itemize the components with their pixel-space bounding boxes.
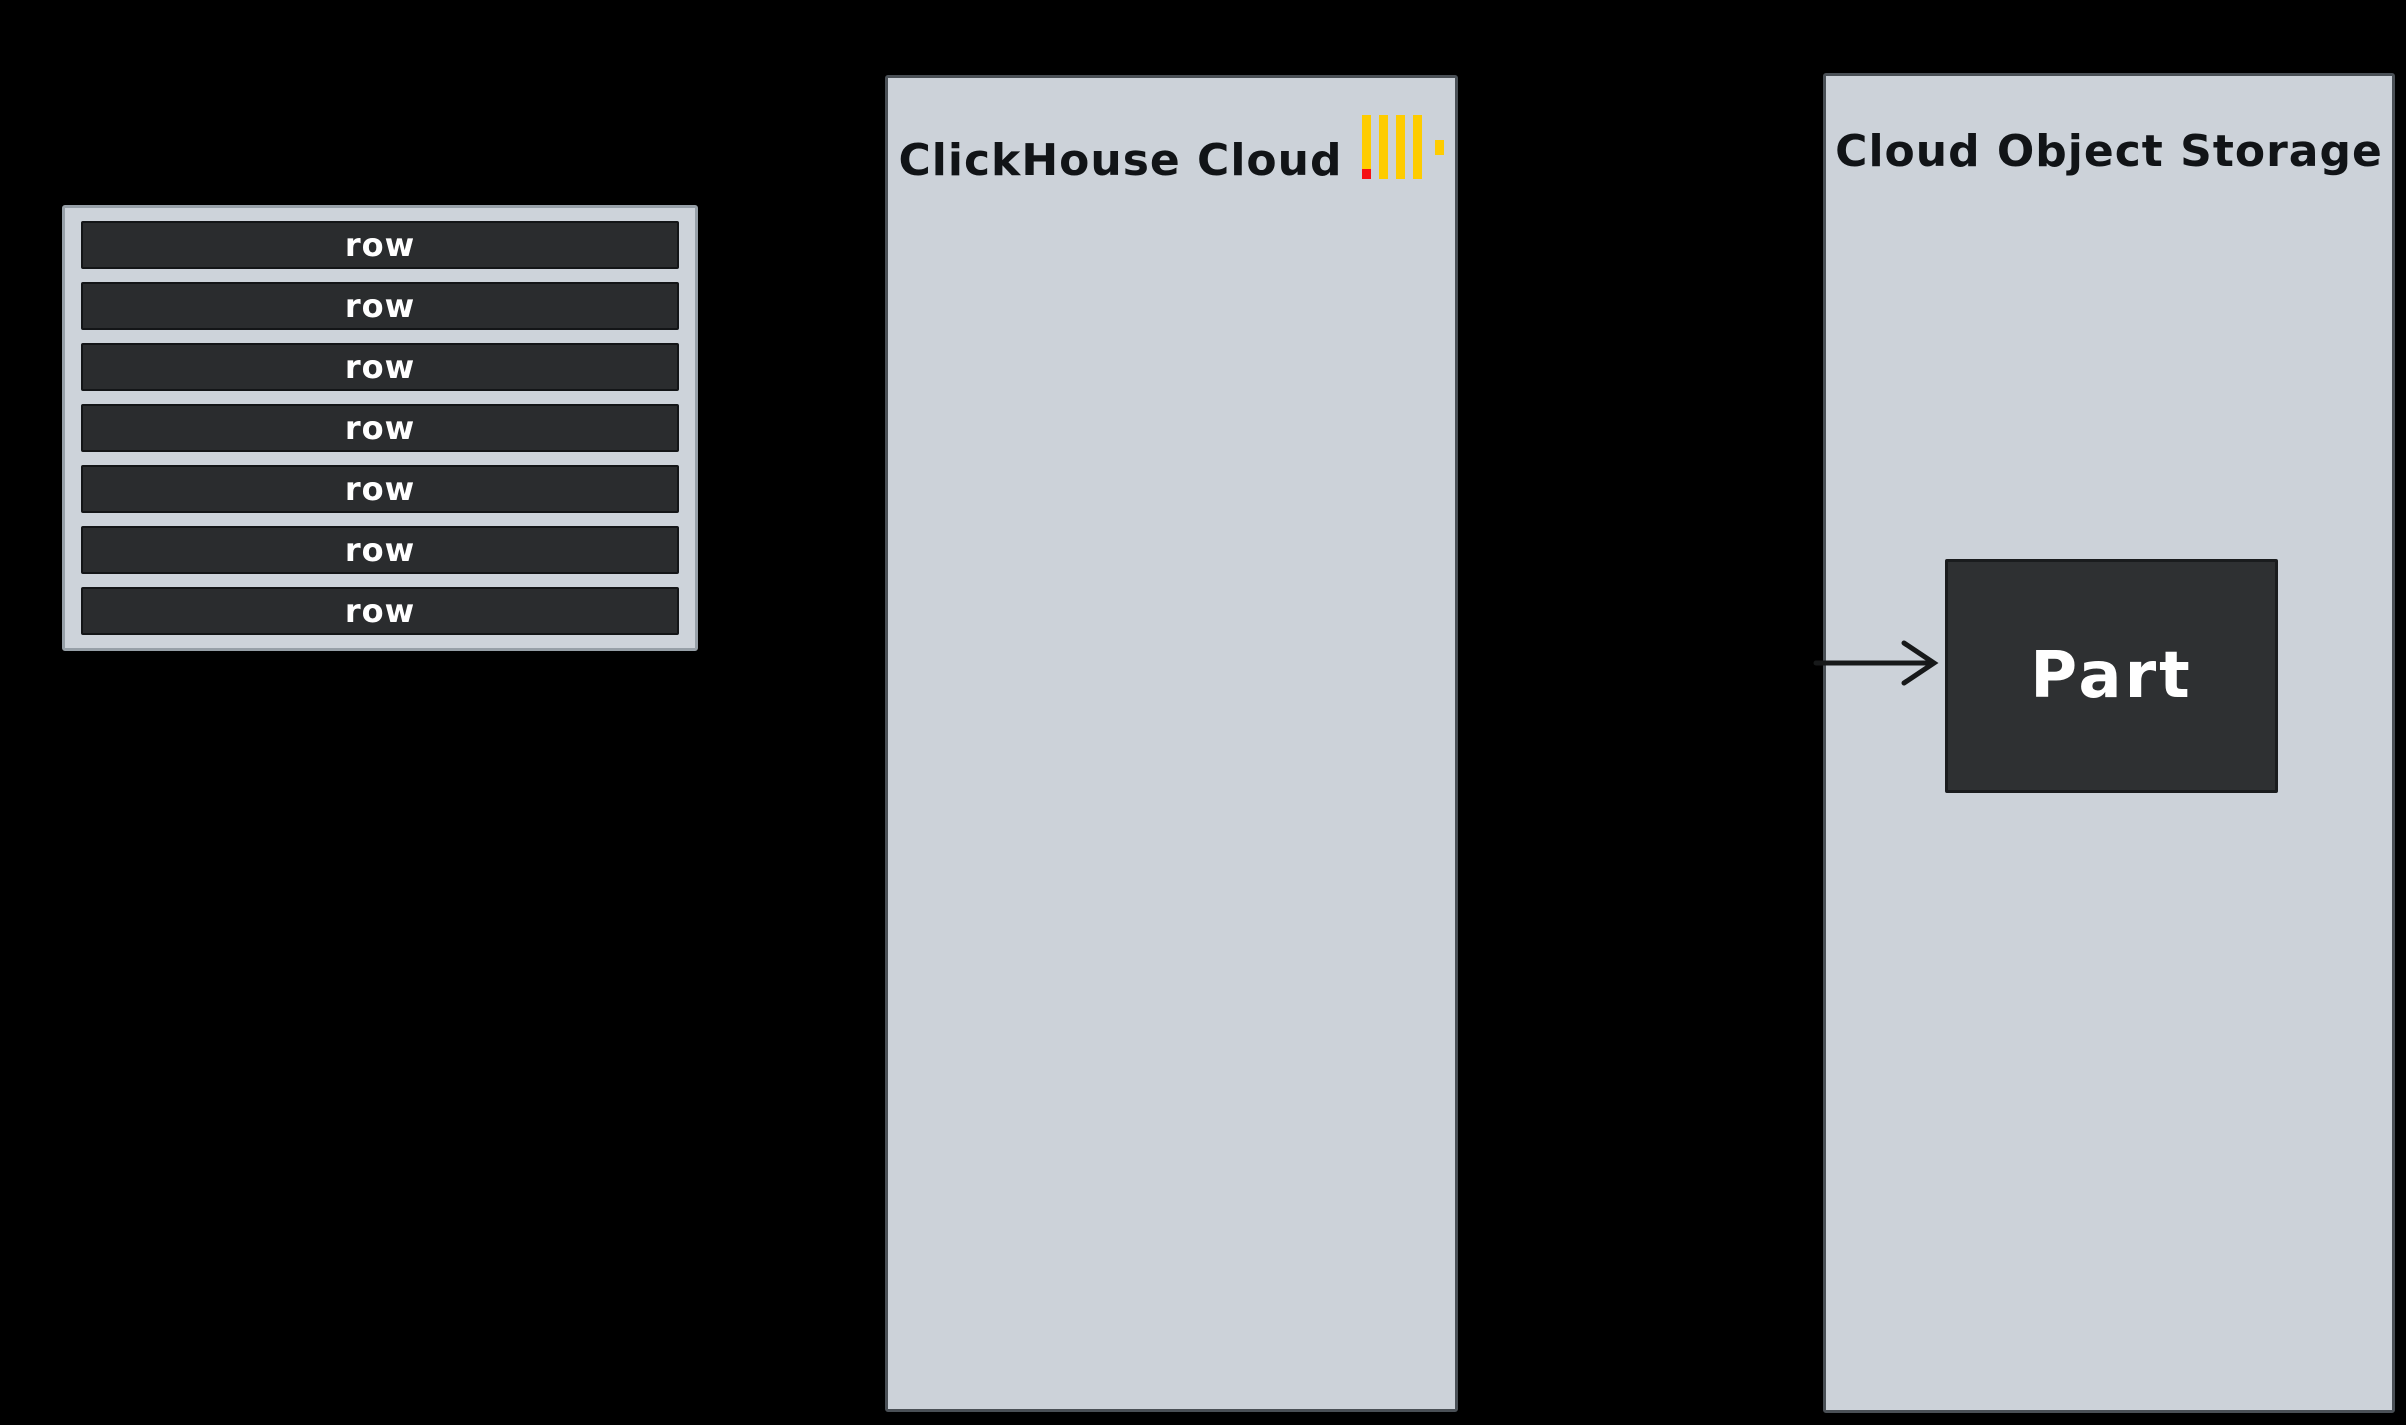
row-label: row	[344, 348, 416, 386]
logo-bar	[1379, 115, 1389, 179]
table-row: row	[81, 282, 679, 330]
clickhouse-cloud-panel: ClickHouse Cloud	[885, 75, 1458, 1412]
row-label: row	[344, 287, 416, 325]
rows-table: row row row row row row row	[62, 205, 698, 651]
clickhouse-panel-header: ClickHouse Cloud	[888, 115, 1455, 192]
table-row: row	[81, 526, 679, 574]
row-label: row	[344, 470, 416, 508]
clickhouse-panel-title: ClickHouse Cloud	[898, 134, 1343, 186]
storage-panel-header: Cloud Object Storage	[1826, 126, 2392, 177]
part-label: Part	[2030, 639, 2193, 713]
table-row: row	[81, 587, 679, 635]
row-label: row	[344, 409, 416, 447]
row-label: row	[344, 592, 416, 630]
arrow-to-part-icon	[1813, 640, 1939, 686]
logo-bar	[1413, 115, 1423, 179]
row-label: row	[344, 226, 416, 264]
table-row: row	[81, 343, 679, 391]
part-box: Part	[1945, 559, 2278, 793]
storage-panel-title: Cloud Object Storage	[1835, 126, 2383, 177]
table-row: row	[81, 221, 679, 269]
logo-bar	[1396, 115, 1406, 179]
logo-dot	[1435, 139, 1445, 155]
logo-bar	[1362, 115, 1372, 179]
cloud-object-storage-panel: Cloud Object Storage Part	[1823, 73, 2395, 1413]
table-row: row	[81, 404, 679, 452]
table-row: row	[81, 465, 679, 513]
row-label: row	[344, 531, 416, 569]
clickhouse-logo-icon	[1362, 115, 1445, 179]
